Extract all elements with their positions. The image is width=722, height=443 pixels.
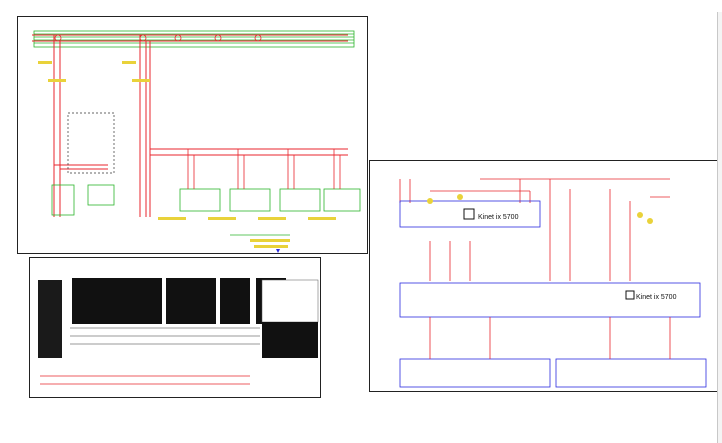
yellow-nodes — [427, 194, 653, 224]
kinet-logo-box-2 — [625, 290, 635, 300]
kinet-wiring-svg: Kinet ix 5700 Kinet ix 5700 — [399, 178, 707, 388]
kinet-controller-box-2 — [399, 282, 701, 318]
branch-drops — [187, 149, 341, 189]
schematic-svg — [32, 30, 361, 253]
terminal-rail-drawing — [29, 257, 321, 398]
white-terminal-blocks — [261, 279, 319, 323]
kinet-logo-box-1 — [463, 208, 475, 220]
kinet-controller-label-2: Kinet ix 5700 — [636, 294, 677, 301]
black-terminal-blocks — [72, 278, 286, 324]
dashed-enclosure — [67, 112, 115, 174]
rail-wires — [40, 375, 250, 385]
green-busbar-group — [33, 30, 355, 48]
bus-nodes — [54, 34, 262, 42]
wiring-lines — [399, 178, 670, 281]
red-bus-lines — [32, 34, 348, 217]
head-module — [38, 280, 62, 358]
lower-black-block — [262, 322, 318, 358]
yellow-annotations — [38, 61, 336, 248]
drop-modules — [51, 184, 361, 236]
busbar-frame — [33, 30, 355, 48]
lower-blue-boxes — [399, 358, 707, 388]
right-scrollbar[interactable] — [717, 12, 722, 443]
schematic-drawing-top-left — [17, 16, 368, 254]
arrow-marker-icon — [276, 249, 280, 253]
kinet-controller-box-1 — [399, 200, 541, 228]
terminal-rows — [70, 327, 260, 345]
kinet-controller-label-1: Kinet ix 5700 — [478, 214, 519, 221]
lower-drops — [429, 317, 671, 359]
kinet-wiring-drawing: Kinet ix 5700 Kinet ix 5700 — [369, 160, 718, 392]
terminal-rail-svg — [38, 278, 319, 385]
